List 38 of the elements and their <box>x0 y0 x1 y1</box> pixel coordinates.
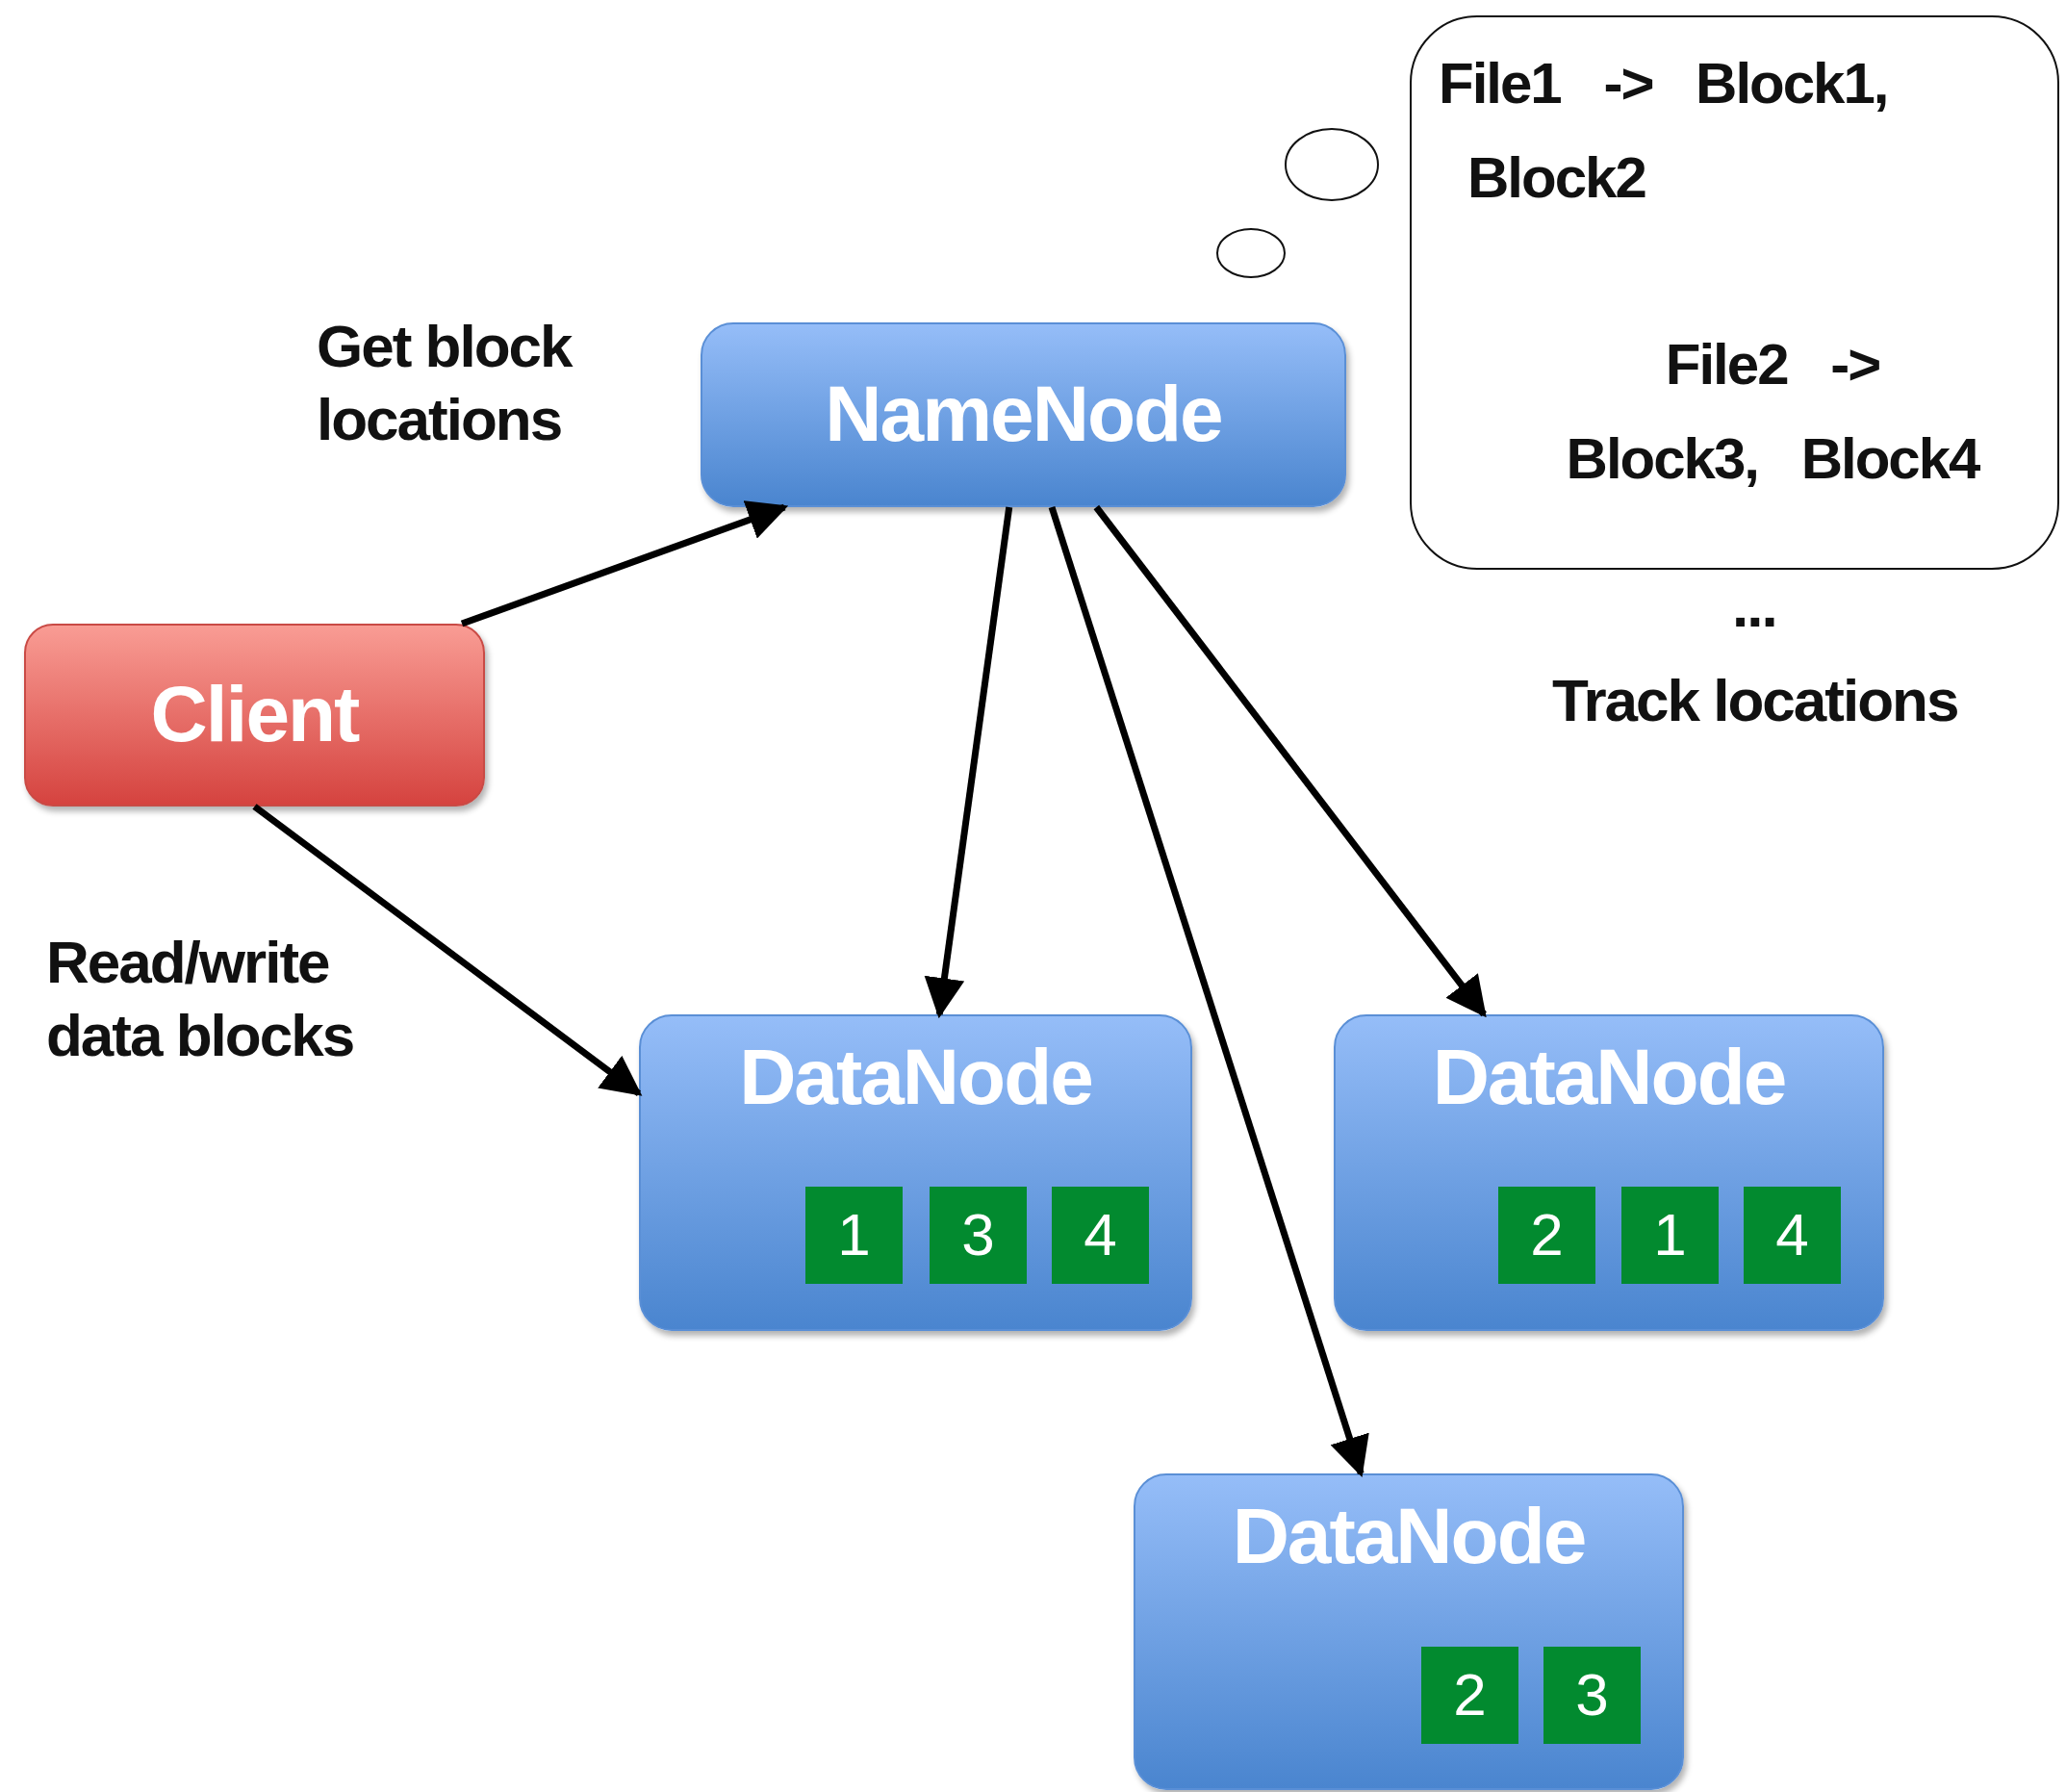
arrow <box>924 506 1013 1019</box>
arrow <box>1093 504 1487 1018</box>
annotation-text: ... <box>1732 572 1777 641</box>
node-title: DataNode <box>1231 1491 1587 1581</box>
arrow <box>1048 505 1369 1477</box>
annotation-text: Get block locations <box>317 312 574 454</box>
datanode-box <box>1334 1014 1884 1331</box>
block-number: 3 <box>1574 1660 1610 1728</box>
block-square <box>1543 1647 1641 1744</box>
thought-bubble <box>1410 15 2059 570</box>
block-square <box>805 1187 903 1284</box>
datanode-box <box>1134 1473 1684 1790</box>
block-number: 4 <box>1083 1200 1118 1268</box>
node-title: DataNode <box>738 1032 1093 1122</box>
block-number: 2 <box>1452 1660 1488 1728</box>
block-square <box>1052 1187 1149 1284</box>
block-number: 1 <box>1652 1200 1688 1268</box>
block-square <box>1621 1187 1719 1284</box>
mapping-text: File2 -> Block3, Block4 <box>1565 331 1981 493</box>
block-number: 3 <box>960 1200 996 1268</box>
arrow <box>460 500 789 627</box>
arrow <box>252 804 643 1097</box>
namenode-box <box>701 322 1346 507</box>
annotation-text: Track locations <box>1552 666 1959 735</box>
datanode-box <box>639 1014 1192 1331</box>
node-title: NameNode <box>824 369 1223 459</box>
block-number: 1 <box>836 1200 872 1268</box>
block-square <box>1421 1647 1518 1744</box>
node-title: DataNode <box>1431 1032 1787 1122</box>
block-number: 2 <box>1529 1200 1565 1268</box>
block-square <box>1744 1187 1841 1284</box>
node-title: Client <box>149 669 360 759</box>
mapping-text: File1 -> Block1, Block2 <box>1439 50 1889 212</box>
block-square <box>930 1187 1027 1284</box>
annotation-text: Read/write data blocks <box>46 928 355 1070</box>
client-box <box>24 624 485 806</box>
block-square <box>1498 1187 1595 1284</box>
block-number: 4 <box>1774 1200 1810 1268</box>
